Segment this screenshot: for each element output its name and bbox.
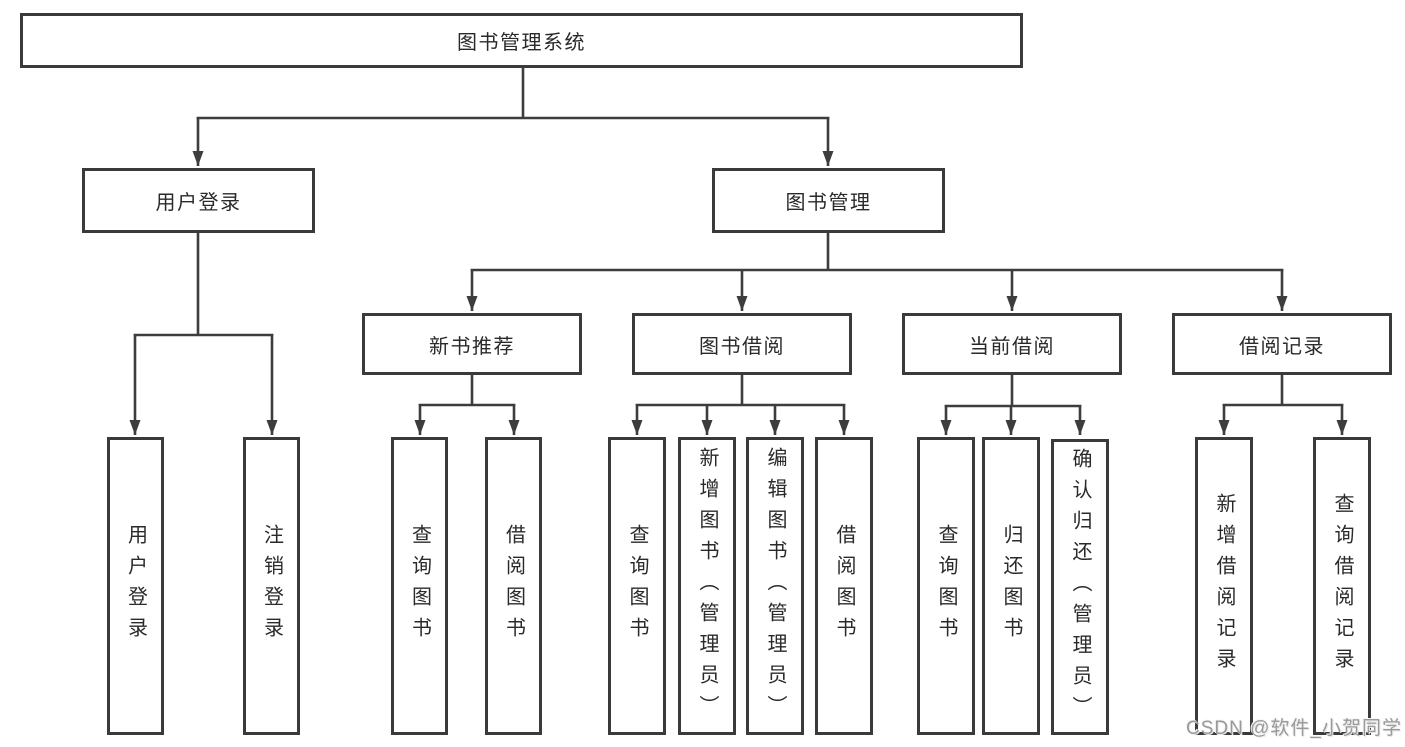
- node-book-management: 图书管理: [712, 168, 945, 233]
- connector-currentborrow-to-leaves: [940, 375, 1086, 435]
- node-library-management-system-label: 图书管理系统: [457, 32, 586, 54]
- connector-userlogin-to-leaves: [129, 233, 278, 435]
- node-library-management-system: 图书管理系统: [20, 13, 1023, 68]
- connector-borrowrecords-to-leaves: [1218, 375, 1348, 435]
- leaf-logout: 注销登录: [243, 437, 300, 735]
- node-borrowing-records-label: 借阅记录: [1239, 335, 1325, 358]
- node-new-book-recommendation: 新书推荐: [362, 313, 582, 375]
- node-user-login-label: 用户登录: [155, 192, 242, 214]
- leaf-cb-query-books: 查询图书: [917, 437, 975, 735]
- leaf-rec-query-books: 查询图书: [391, 437, 448, 735]
- leaf-logout-label: 注销登录: [260, 524, 283, 648]
- node-new-book-recommendation-label: 新书推荐: [429, 335, 515, 358]
- leaf-rec-borrow-books: 借阅图书: [485, 437, 542, 735]
- csdn-watermark: CSDN @软件_小贺同学: [1186, 718, 1402, 739]
- leaf-bb-add-books-admin-label: 新增图书（管理员）: [696, 446, 718, 726]
- leaf-bb-edit-books-admin: 编辑图书（管理员）: [746, 437, 804, 735]
- leaf-bb-borrow-books: 借阅图书: [815, 437, 873, 735]
- leaf-cb-confirm-return-admin-label: 确认归还（管理员）: [1069, 447, 1091, 727]
- leaf-br-query-record-label: 查询借阅记录: [1331, 493, 1353, 679]
- leaf-br-add-record: 新增借阅记录: [1195, 437, 1253, 735]
- leaf-bb-query-books: 查询图书: [608, 437, 666, 735]
- node-borrowing-records: 借阅记录: [1172, 313, 1392, 375]
- leaf-user-login: 用户登录: [107, 437, 164, 735]
- connector-root-to-level2: [192, 67, 834, 166]
- connector-newbookrec-to-leaves: [414, 375, 520, 435]
- node-book-borrowing: 图书借阅: [632, 313, 852, 375]
- leaf-bb-borrow-books-label: 借阅图书: [833, 524, 855, 648]
- connector-bookmgmt-to-level3: [466, 233, 1288, 311]
- leaf-bb-query-books-label: 查询图书: [626, 524, 648, 648]
- leaf-br-query-record: 查询借阅记录: [1313, 437, 1371, 735]
- leaf-cb-return-books-label: 归还图书: [1000, 524, 1022, 648]
- node-book-borrowing-label: 图书借阅: [699, 335, 785, 358]
- leaf-rec-borrow-books-label: 借阅图书: [502, 524, 525, 648]
- leaf-rec-query-books-label: 查询图书: [408, 524, 431, 648]
- leaf-cb-query-books-label: 查询图书: [935, 524, 957, 648]
- leaf-cb-return-books: 归还图书: [982, 437, 1040, 735]
- leaf-bb-edit-books-admin-label: 编辑图书（管理员）: [764, 446, 786, 726]
- leaf-user-login-label: 用户登录: [124, 524, 147, 648]
- node-user-login: 用户登录: [82, 168, 315, 233]
- node-current-borrowing-label: 当前借阅: [969, 335, 1055, 358]
- node-current-borrowing: 当前借阅: [902, 313, 1122, 375]
- node-book-management-label: 图书管理: [785, 192, 872, 214]
- leaf-cb-confirm-return-admin: 确认归还（管理员）: [1051, 439, 1109, 735]
- leaf-br-add-record-label: 新增借阅记录: [1213, 493, 1235, 679]
- connector-bookborrow-to-leaves: [631, 375, 850, 435]
- leaf-bb-add-books-admin: 新增图书（管理员）: [678, 437, 736, 735]
